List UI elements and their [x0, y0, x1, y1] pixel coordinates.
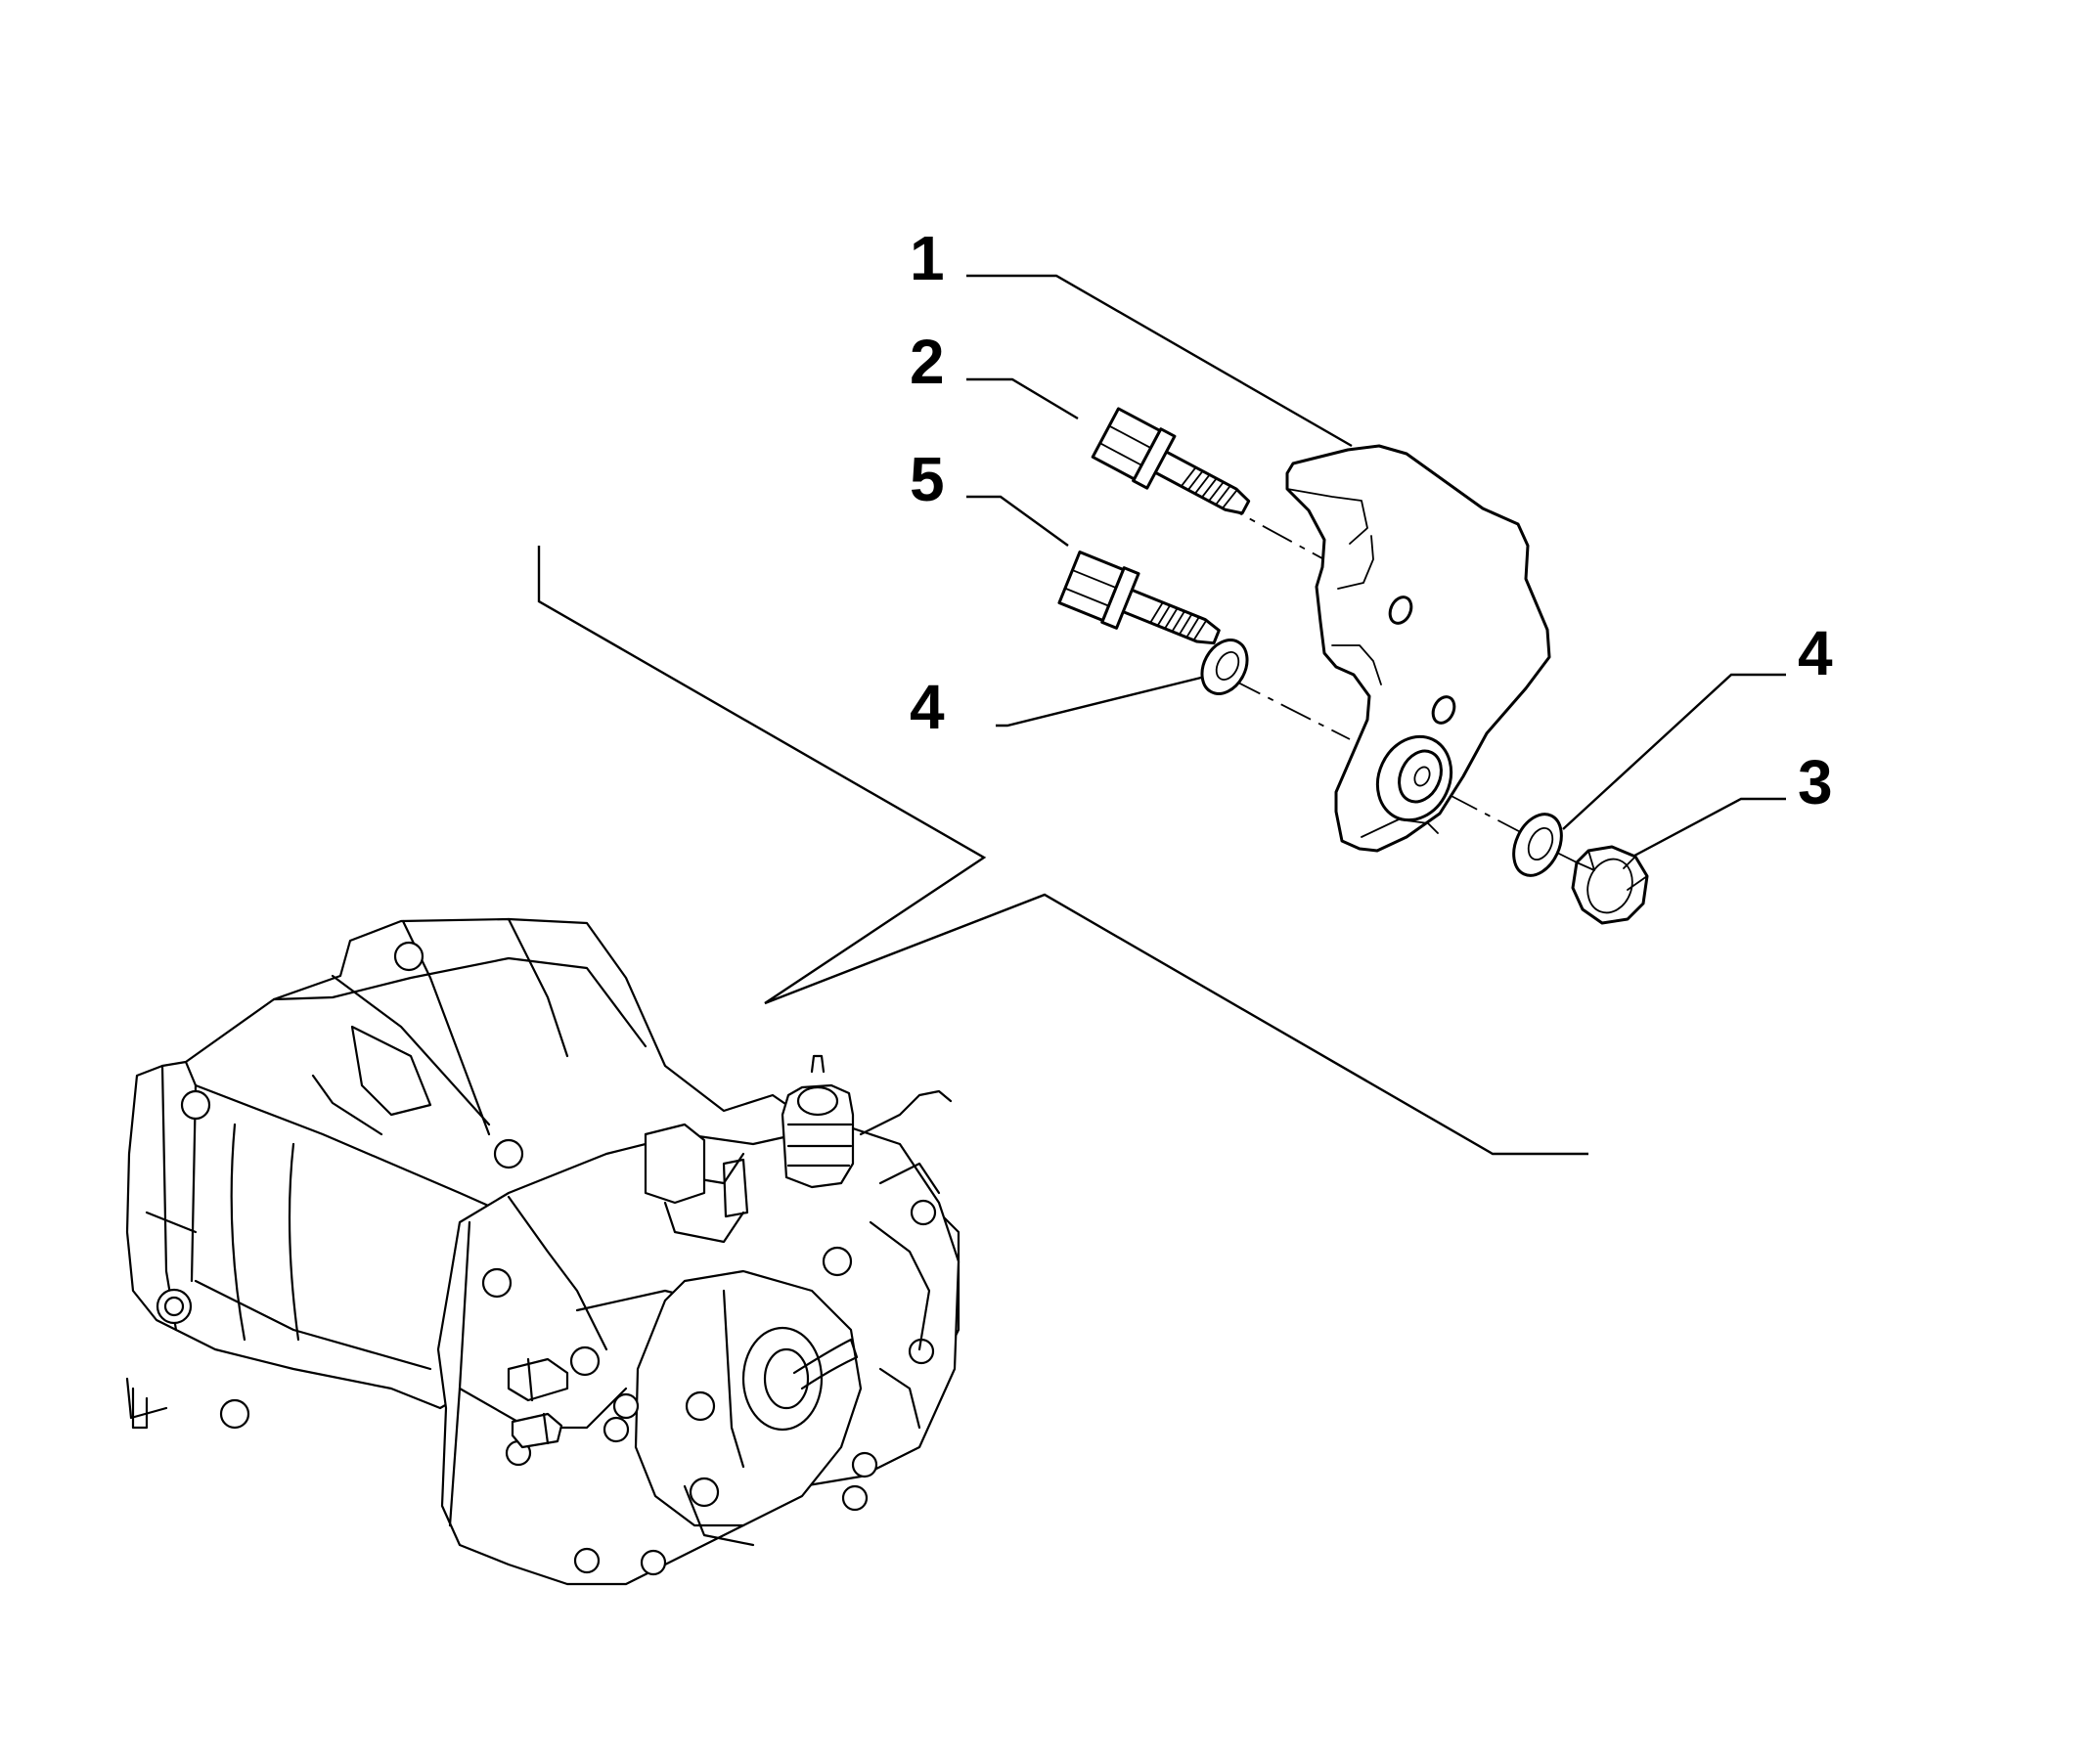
washer-4-right: [1512, 813, 1563, 877]
callout-2-upper-bolt: 2: [910, 327, 945, 397]
nut-3: [1571, 845, 1649, 925]
callout-1-bracket: 1: [910, 223, 945, 293]
callout-5-lower-bolt: 5: [910, 444, 945, 514]
bolt-2-upper: [1091, 407, 1251, 515]
leader-4-left: [996, 675, 1206, 728]
leader-4-right: [1562, 673, 1786, 830]
bolt-5-thread: [1149, 601, 1207, 640]
gearbox-assembly: [125, 917, 960, 1586]
bracket-upper-hole: [1388, 595, 1413, 625]
bracket-flange-edge: [1286, 488, 1368, 545]
shift-tower: [781, 1083, 855, 1189]
bracket-lower-foot: [1361, 818, 1439, 838]
bracket-boss-hole: [1413, 766, 1431, 787]
leader-5: [966, 495, 1069, 547]
bolt-2-shank: [1150, 448, 1251, 515]
bracket-inner-edge: [1331, 535, 1382, 685]
bracket-mid-hole: [1431, 695, 1456, 725]
bolt-2-thread: [1180, 466, 1238, 508]
bolt-5-lower: [1057, 551, 1221, 645]
assembly-pointer-lines: [537, 546, 1588, 1156]
end-cover-boss: [741, 1326, 824, 1432]
bolt-5-head: [1057, 551, 1125, 622]
callout-3-nut: 3: [1798, 747, 1833, 817]
leader-3: [1621, 797, 1786, 864]
bolt-5-shank: [1118, 587, 1221, 645]
bracket-boss-inner: [1398, 749, 1443, 804]
assembly-pointer: [537, 546, 1588, 1156]
callout-4-washer-left: 4: [910, 672, 945, 742]
leader-1: [966, 274, 1353, 448]
callout-4-washer-right: 4: [1798, 618, 1833, 688]
leader-lines: [966, 274, 1786, 864]
bracket-body: [1285, 444, 1551, 853]
bracket-1: [1285, 444, 1551, 853]
axis-lower: [1229, 678, 1351, 740]
leader-2: [966, 377, 1079, 420]
washer-4-left: [1200, 639, 1249, 695]
